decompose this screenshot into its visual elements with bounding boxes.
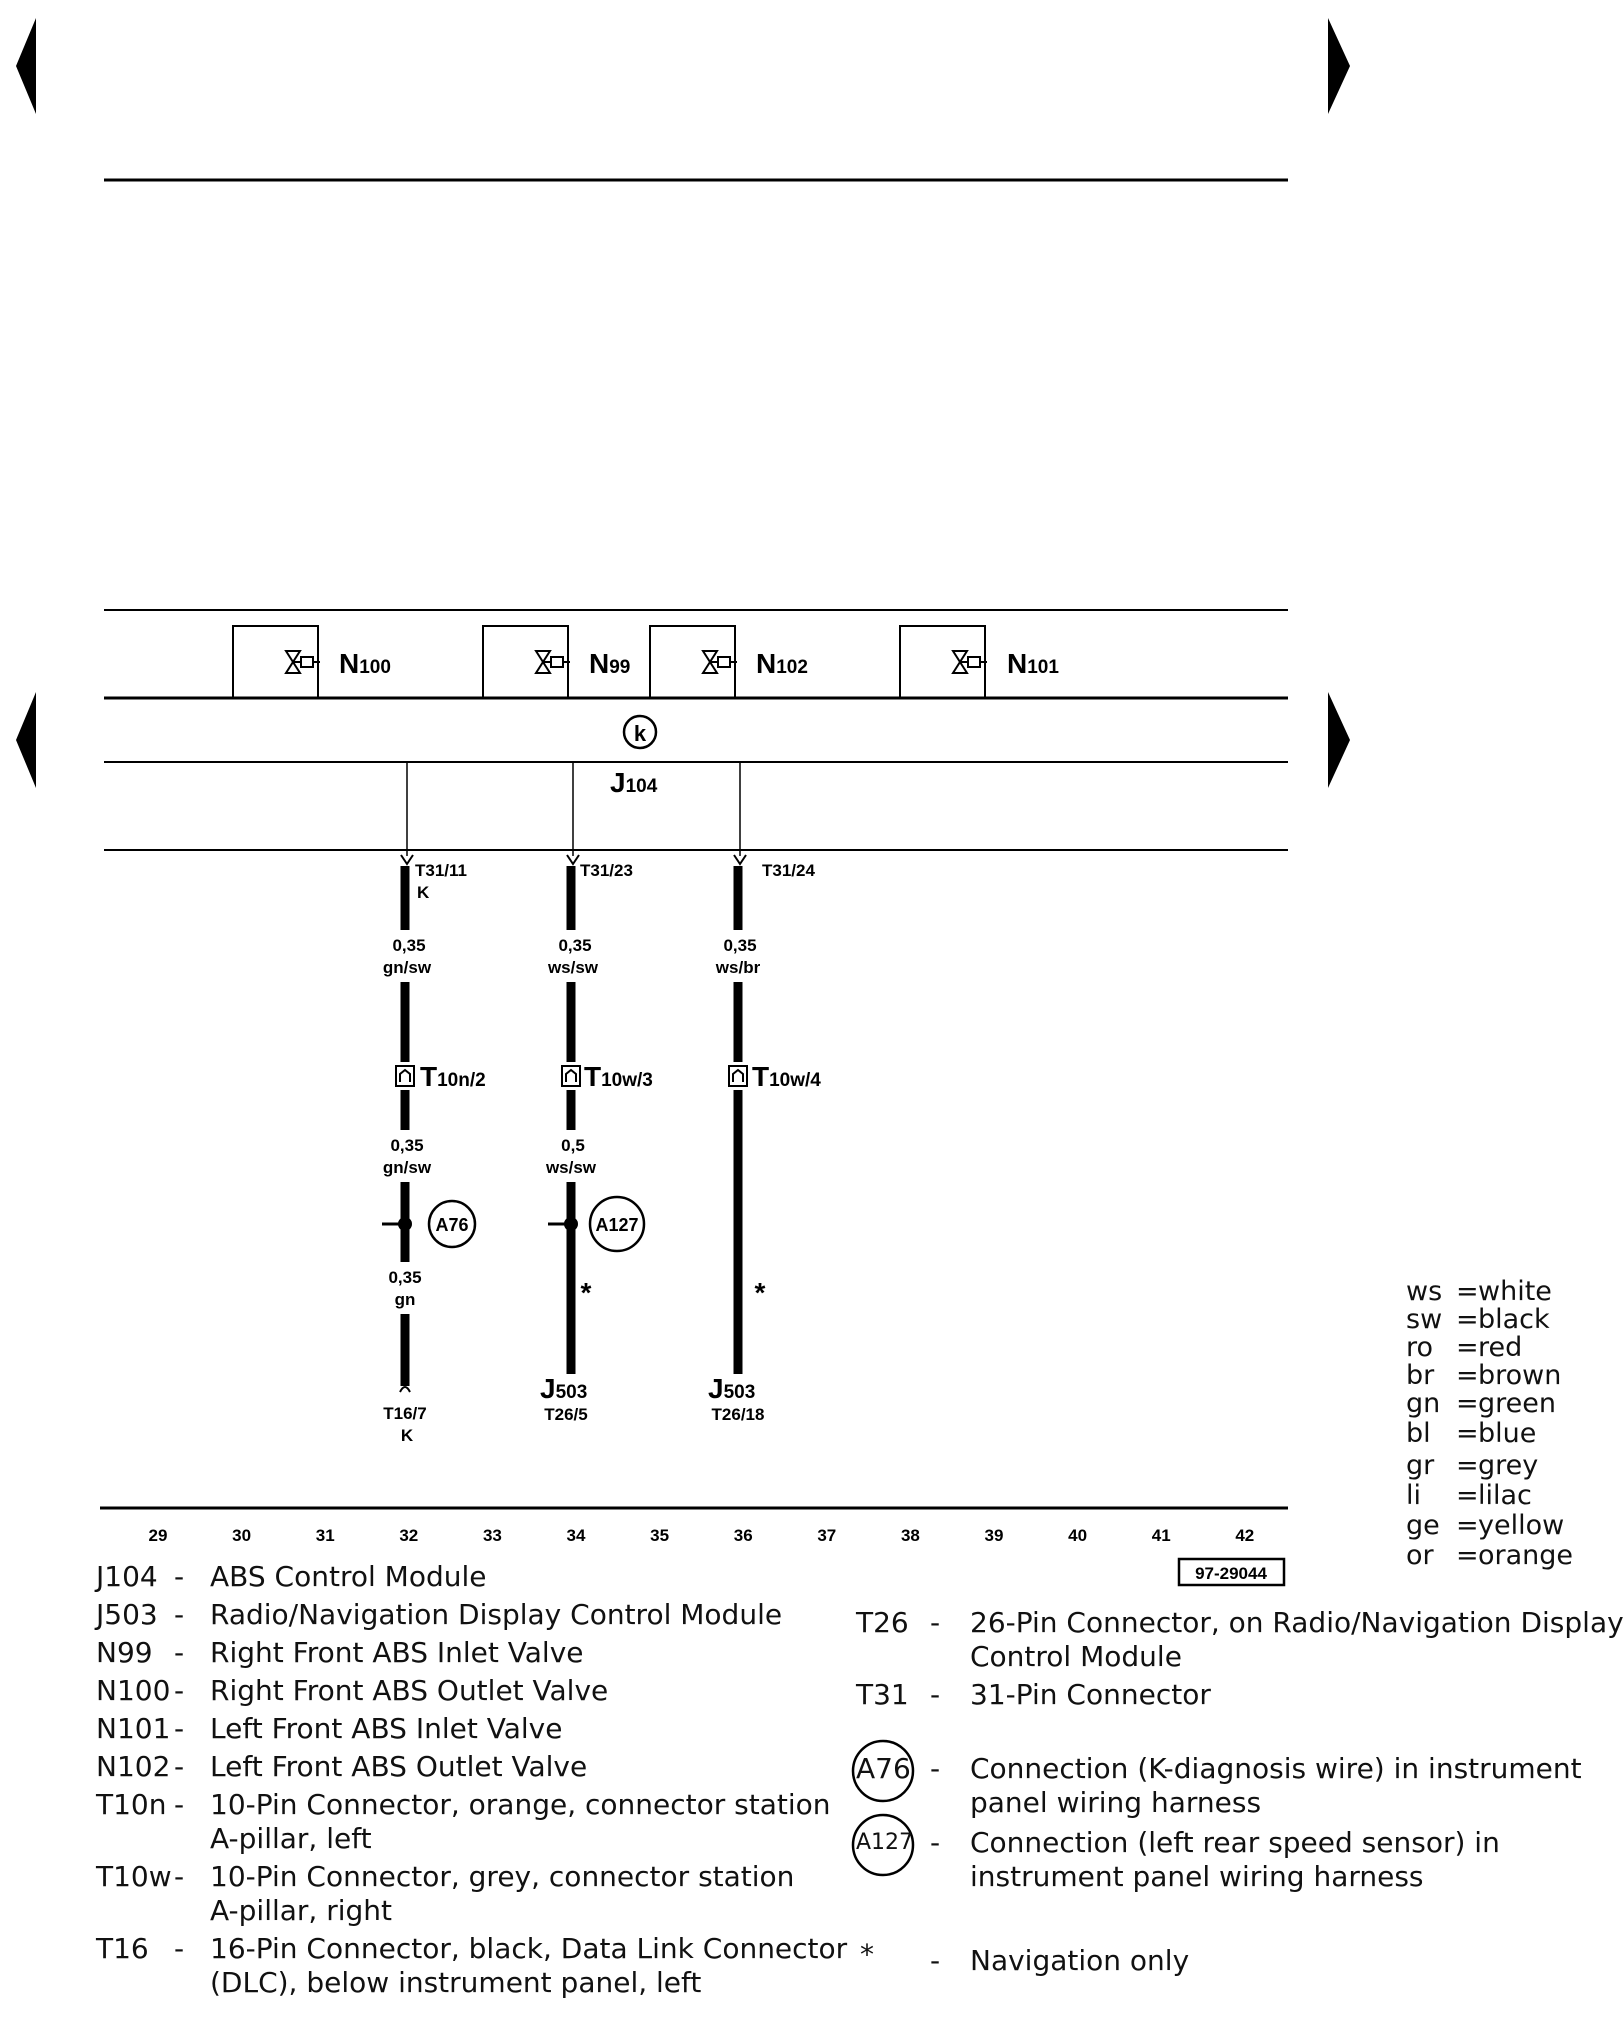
next-page-arrow-icon[interactable] <box>1328 18 1350 114</box>
splice-a127-label: A127 <box>595 1215 638 1235</box>
figure-id-box: 97-29044 <box>1177 1557 1286 1587</box>
wire-t31-11 <box>382 866 412 1393</box>
valve-n102-letter: N <box>756 648 776 679</box>
wire-2-end-line2: T26/5 <box>544 1405 587 1424</box>
module-j104-label: J104 <box>610 767 658 798</box>
grid-number: 39 <box>985 1526 1004 1545</box>
svg-text:N99: N99 <box>589 648 630 679</box>
connector-t10w-3-icon <box>561 1065 581 1087</box>
wire-3-end-j503: J503 <box>708 1373 755 1404</box>
pin-arrow-icon <box>566 854 580 866</box>
splice-a127: A127 <box>588 1195 646 1253</box>
wire-2-upper-color: ws/sw <box>547 958 599 977</box>
valve-n99-sub: 99 <box>609 657 630 678</box>
wire-1-pin-note: K <box>417 883 430 902</box>
wire-2-star: * <box>581 1277 592 1308</box>
grid-number: 38 <box>901 1526 920 1545</box>
connector-t10w-4-label: T10w/4 <box>752 1061 821 1092</box>
wire-2-lower-color: ws/sw <box>545 1158 597 1177</box>
grid-number: 37 <box>817 1526 836 1545</box>
wire-1-end-line1: T16/7 <box>383 1404 426 1423</box>
grid-number: 42 <box>1235 1526 1254 1545</box>
valve-n101-sub: 101 <box>1027 657 1059 678</box>
wire-1-lower-size: 0,35 <box>390 1136 423 1155</box>
wire-3-pin: T31/24 <box>762 861 815 880</box>
valve-n101: N101 <box>899 625 1059 698</box>
svg-text:N100: N100 <box>339 648 391 679</box>
grid-numbers: 29 30 31 32 33 34 35 36 37 38 39 40 41 42 <box>149 1526 1255 1545</box>
pin-arrow-icon <box>733 854 747 866</box>
valve-n99-letter: N <box>589 648 609 679</box>
connector-t10n-2-icon <box>395 1065 415 1087</box>
grid-number: 34 <box>567 1526 586 1545</box>
svg-text:N102: N102 <box>756 648 808 679</box>
splice-a76-icon <box>851 1739 915 1803</box>
wire-1-pin: T31/11 <box>415 861 467 880</box>
prev-page-arrow-icon[interactable] <box>16 18 36 114</box>
abs-control-module-j104 <box>104 609 1288 851</box>
k-wire-symbol: k <box>622 714 658 750</box>
connector-t10w-4-icon <box>728 1065 748 1087</box>
wire-t31-23 <box>548 866 578 1374</box>
grid-number: 40 <box>1068 1526 1087 1545</box>
wire-3-upper-size: 0,35 <box>723 936 756 955</box>
valve-n102-sub: 102 <box>776 657 808 678</box>
grid-number: 31 <box>316 1526 335 1545</box>
splice-a127-icon <box>851 1813 915 1877</box>
wire-1-lower-color: gn/sw <box>383 1158 432 1177</box>
valve-n100-icon <box>284 650 320 674</box>
grid-number: 36 <box>734 1526 753 1545</box>
wire-3-end-line2: T26/18 <box>712 1405 765 1424</box>
grid-number: 32 <box>399 1526 418 1545</box>
next-section-arrow-icon[interactable] <box>1328 692 1350 788</box>
wire-3-upper-color: ws/br <box>715 958 761 977</box>
wire-1-end-line2: K <box>401 1426 414 1445</box>
wire-2-end-j503: J503 <box>540 1373 587 1404</box>
valve-n99-icon <box>534 650 570 674</box>
svg-text:N101: N101 <box>1007 648 1059 679</box>
pin-arrow-icon <box>400 854 414 866</box>
wire-3-star: * <box>755 1277 766 1308</box>
splice-a76-label: A76 <box>435 1215 468 1235</box>
valve-n101-letter: N <box>1007 648 1027 679</box>
wire-2-upper-size: 0,35 <box>558 936 591 955</box>
grid-number: 35 <box>650 1526 669 1545</box>
wire-2-lower-size: 0,5 <box>561 1136 585 1155</box>
wire-1-bottom-color: gn <box>395 1290 416 1309</box>
prev-section-arrow-icon[interactable] <box>16 692 36 788</box>
valve-n101-icon <box>951 650 987 674</box>
valve-n102-icon <box>701 650 737 674</box>
grid-number: 30 <box>232 1526 251 1545</box>
splice-a76: A76 <box>427 1199 477 1249</box>
valve-n100-letter: N <box>339 648 359 679</box>
grid-number: 29 <box>149 1526 168 1545</box>
valve-n100: N100 <box>232 625 391 698</box>
wire-1-upper-size: 0,35 <box>392 936 425 955</box>
connector-t10w-3-label: T10w/3 <box>584 1061 653 1092</box>
connector-t10n-2-label: T10n/2 <box>420 1061 486 1092</box>
wire-2-pin: T31/23 <box>580 861 633 880</box>
grid-number: 33 <box>483 1526 502 1545</box>
valve-n102: N102 <box>649 625 808 698</box>
valve-n100-sub: 100 <box>359 657 391 678</box>
wire-1-bottom-size: 0,35 <box>388 1268 421 1287</box>
wire-1-upper-color: gn/sw <box>383 958 432 977</box>
grid-number: 41 <box>1152 1526 1171 1545</box>
k-wire-symbol-letter: k <box>634 721 647 746</box>
valve-n99: N99 <box>482 625 630 698</box>
figure-id: 97-29044 <box>1195 1564 1267 1583</box>
